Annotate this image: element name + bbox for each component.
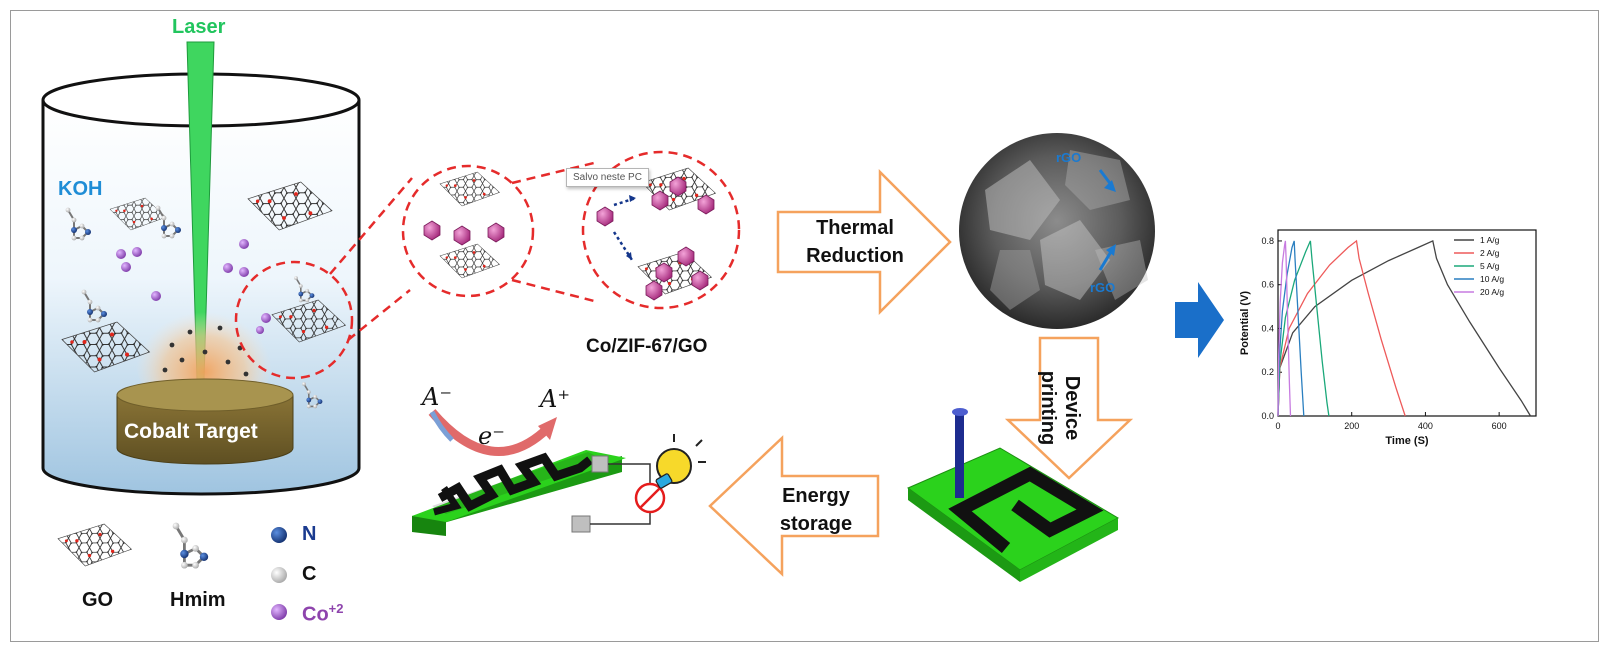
- rgo-label-bottom: rGO: [1090, 280, 1116, 295]
- legend-co-icon: [271, 604, 287, 620]
- y-axis-label: Potential (V): [1239, 291, 1251, 356]
- ion-transfer-arrow: [428, 409, 552, 456]
- printed-board: [907, 408, 1120, 582]
- energy-line-1: Energy: [782, 485, 850, 507]
- legend-n-icon: [271, 527, 287, 543]
- cobalt-target-label: Cobalt Target: [124, 420, 258, 443]
- thermal-reduction-arrow: [776, 168, 952, 316]
- sem-image: [959, 133, 1155, 329]
- x-tick-label: 400: [1418, 421, 1433, 431]
- plume-particles: [162, 325, 249, 377]
- zoom-circle-composite: [581, 150, 741, 310]
- legend-n-label: N: [302, 523, 317, 545]
- series-line: [1277, 240, 1330, 417]
- supercapacitor-device: [412, 434, 706, 536]
- legend-label: 5 A/g: [1480, 261, 1500, 271]
- figure-frame: [10, 10, 1599, 642]
- co-ions: [116, 239, 271, 334]
- blue-arrow: [1175, 282, 1224, 358]
- plot-frame: [1277, 229, 1537, 417]
- legend-hmim-icon: [171, 521, 210, 570]
- koh-label: KOH: [58, 178, 103, 200]
- device-line-2: printing: [1037, 370, 1059, 446]
- y-tick-label: 0.4: [1261, 323, 1274, 333]
- legend-go-icon: [57, 523, 133, 567]
- device-line-1: Device: [1061, 375, 1083, 441]
- legend-hmim-label: Hmim: [170, 589, 226, 611]
- legend-c-label: C: [302, 563, 317, 585]
- device-printing-arrow: [1004, 336, 1134, 480]
- composite-label: Co/ZIF-67/GO: [586, 336, 708, 357]
- x-tick-label: 0: [1275, 421, 1280, 431]
- legend-label: 10 A/g: [1480, 274, 1504, 284]
- cation-label: A⁺: [540, 385, 570, 413]
- legend-go-label: GO: [82, 589, 114, 611]
- energy-storage-label: Energy storage: [766, 482, 866, 538]
- legend-c-icon: [271, 567, 287, 583]
- electron-label: e⁻: [478, 422, 505, 450]
- legend-co-charge: +2: [328, 601, 344, 616]
- series-line: [1277, 240, 1305, 417]
- zoom-line-4: [511, 278, 599, 304]
- zoom-line-2: [347, 289, 411, 341]
- x-tick-label: 600: [1492, 421, 1507, 431]
- zoom-circle-precursors: [401, 164, 535, 298]
- legend-co-text: Co: [302, 603, 329, 626]
- series-line: [1277, 239, 1532, 417]
- x-tick-label: 200: [1344, 421, 1359, 431]
- device-printing-label: Device printing: [1037, 358, 1084, 458]
- energy-storage-arrow: [708, 435, 880, 577]
- legend-co-label: Co+2: [302, 601, 344, 627]
- zoom-circle-source: [234, 260, 354, 380]
- legend-label: 20 A/g: [1480, 287, 1504, 297]
- legend-label: 2 A/g: [1480, 248, 1500, 258]
- save-tooltip: Salvo neste PC: [566, 168, 649, 187]
- cobalt-target: [116, 378, 294, 465]
- y-tick-label: 0.8: [1261, 236, 1274, 246]
- energy-line-2: storage: [779, 513, 853, 535]
- laser-label: Laser: [172, 16, 226, 38]
- thermal-reduction-label: Thermal Reduction: [792, 214, 918, 270]
- legend-label: 1 A/g: [1480, 235, 1500, 245]
- rgo-label-top: rGO: [1056, 150, 1082, 165]
- y-tick-label: 0.2: [1261, 367, 1274, 377]
- thermal-line-2: Reduction: [806, 245, 904, 267]
- anion-label: A⁻: [422, 383, 452, 411]
- y-tick-label: 0.6: [1261, 280, 1274, 290]
- y-tick-label: 0.0: [1261, 411, 1274, 421]
- x-axis-label: Time (S): [1385, 435, 1429, 447]
- thermal-line-1: Thermal: [816, 217, 894, 239]
- zoom-line-1: [329, 177, 413, 275]
- series-line: [1277, 240, 1292, 417]
